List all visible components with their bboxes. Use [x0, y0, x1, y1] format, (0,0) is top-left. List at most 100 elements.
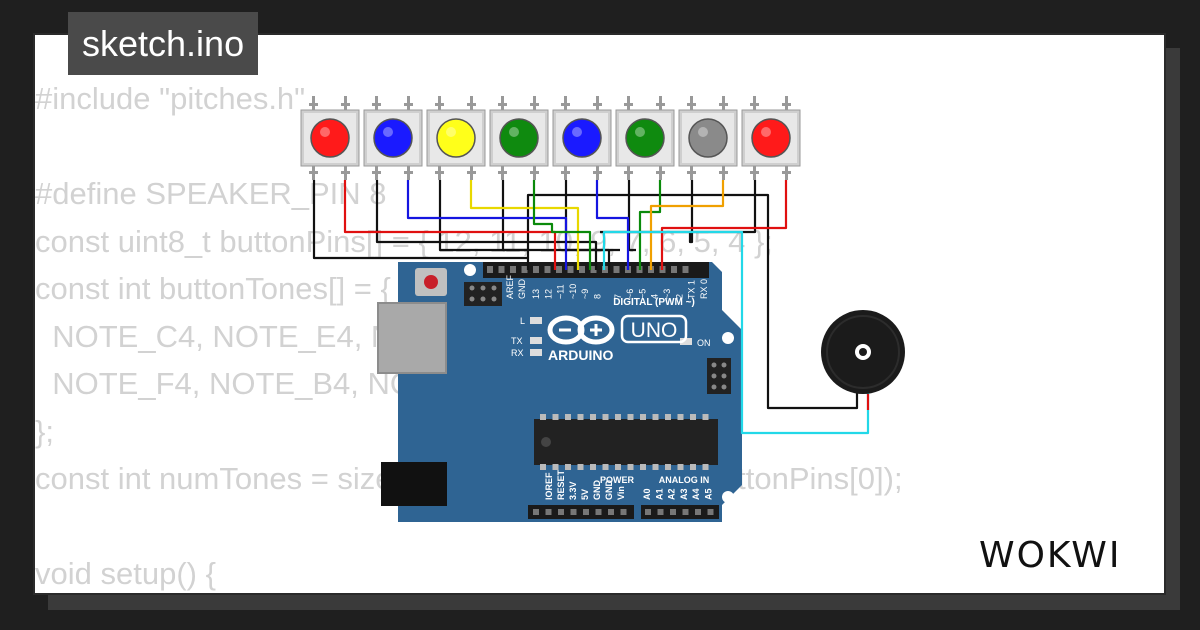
wire: [532, 180, 592, 270]
led-l: [530, 317, 542, 324]
header-pin: [521, 266, 528, 273]
chip-pin: [702, 414, 709, 420]
chip-pin: [665, 464, 671, 470]
header-pin: [682, 509, 689, 515]
wire: [602, 230, 870, 435]
sketch-title: sketch.ino: [68, 12, 259, 75]
header-pin: [645, 509, 651, 515]
reset-button-cap: [424, 275, 438, 289]
header-pin: [695, 509, 701, 515]
pushbutton[interactable]: [615, 96, 675, 180]
chip-pin: [677, 414, 684, 420]
analog-pin-label: A3: [679, 488, 689, 500]
pushbutton-row: [300, 96, 801, 180]
chip-pin: [677, 464, 684, 470]
power-pin-label: IOREF: [544, 472, 554, 500]
digital-pin-label: TX 1: [687, 280, 697, 299]
header-pin: [556, 266, 562, 273]
chip-pin: [565, 464, 571, 470]
buzzer[interactable]: [821, 310, 905, 394]
pushbutton-cap: [499, 118, 539, 158]
pushbutton-cap: [562, 118, 602, 158]
dc-jack: [381, 462, 447, 506]
mounting-hole: [464, 264, 476, 276]
digital-pin-label: ~5: [637, 289, 647, 299]
chip-pin: [652, 414, 659, 420]
pushbutton-cap: [688, 118, 728, 158]
chip-pin: [540, 414, 546, 420]
digital-pin-label: ~3: [662, 289, 672, 299]
chip-pin: [627, 464, 634, 470]
led-tx-label: TX: [511, 336, 523, 346]
header-pin: [595, 509, 602, 515]
digital-label: DIGITAL (PWM ~): [613, 297, 695, 308]
digital-pin-label: 2: [674, 294, 684, 299]
chip-pin: [552, 414, 559, 420]
wire: [406, 180, 568, 270]
header-pin: [558, 509, 564, 515]
mounting-hole: [722, 332, 734, 344]
power-header: [528, 505, 634, 519]
chip-pin: [640, 414, 646, 420]
chip-pin: [702, 464, 709, 470]
digital-pin-label: ~10: [568, 284, 578, 299]
header-pin: [545, 509, 552, 515]
chip-pin: [690, 464, 696, 470]
wire: [312, 180, 530, 270]
pushbutton[interactable]: [363, 96, 423, 180]
header-pin: [620, 509, 627, 515]
header-pin: [544, 266, 551, 273]
header-pin: [583, 509, 589, 515]
power-pin-label: RESET: [556, 469, 566, 500]
digital-pin-label: RX 0: [699, 279, 709, 299]
code-line: #include "pitches.h": [35, 81, 306, 116]
chip-pin: [665, 414, 671, 420]
wire: [438, 180, 528, 252]
usb-port: [377, 302, 447, 374]
pushbutton[interactable]: [426, 96, 486, 180]
digital-pin-label: 4: [650, 294, 660, 299]
icsp2-header: [707, 358, 731, 394]
pushbutton[interactable]: [300, 96, 360, 180]
chip-pin: [602, 464, 609, 470]
pushbutton-cap: [310, 118, 350, 158]
power-label: POWER: [600, 475, 635, 485]
atmega-chip: [534, 414, 718, 470]
power-pin-label: 3.3V: [568, 481, 578, 500]
digital-pin-label: 8: [593, 294, 603, 299]
header-pin: [657, 509, 664, 515]
pushbutton[interactable]: [489, 96, 549, 180]
pushbutton[interactable]: [678, 96, 738, 180]
wire: [595, 180, 630, 270]
pushbutton-cap: [625, 118, 665, 158]
header-pin: [498, 266, 505, 273]
wire: [469, 180, 580, 270]
chip-pin: [577, 414, 584, 420]
chip-pin: [615, 414, 621, 420]
header-pin: [613, 266, 620, 273]
chip-pin: [565, 414, 571, 420]
chip-pin: [602, 414, 609, 420]
pushbutton[interactable]: [552, 96, 612, 180]
analog-header: [641, 505, 719, 519]
led-on: [680, 338, 692, 345]
led-l-label: L: [520, 316, 525, 326]
digital-pin-label: ~11: [556, 284, 566, 299]
header-pin: [510, 266, 516, 273]
digital-pin-label: 12: [543, 289, 553, 299]
chip-pin: [627, 414, 634, 420]
pushbutton-cap: [373, 118, 413, 158]
analog-pin-label: A0: [642, 488, 652, 500]
header-pin: [608, 509, 614, 515]
chip-pin: [577, 464, 584, 470]
wire: [564, 180, 620, 252]
header-pin: [570, 509, 577, 515]
wire: [526, 193, 859, 410]
power-pin-label: 5V: [580, 489, 590, 500]
code-line: #define SPEAKER_PIN 8: [35, 176, 387, 211]
code-line: const int buttonTones[] = {: [35, 271, 391, 306]
wire: [343, 180, 557, 270]
digital-pin-label: GND: [517, 279, 527, 300]
pushbutton[interactable]: [741, 96, 801, 180]
